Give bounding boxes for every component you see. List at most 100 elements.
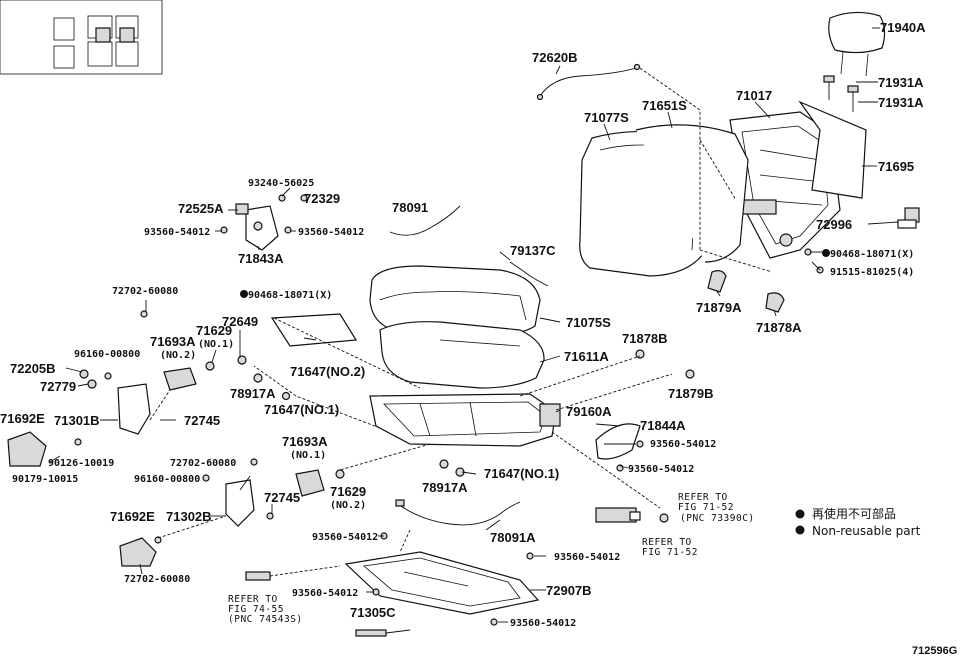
label-72702-a: 72702-60080 xyxy=(112,286,178,297)
cover-71693A-no2 xyxy=(163,367,197,391)
label-90126: 90126-10019 xyxy=(48,458,114,469)
seatback-frame xyxy=(729,111,841,259)
label-71693A-no2: 71693A xyxy=(150,334,196,349)
label-71305C: 71305C xyxy=(350,605,396,620)
label-72745-b: 72745 xyxy=(264,490,300,505)
reference-note-fig-74-55: REFER TO FIG 74-55 (PNC 74543S) xyxy=(228,594,303,625)
reference-note-fig-71-52: REFER TO FIG 71-52 xyxy=(642,537,698,558)
seatback-board xyxy=(798,100,867,199)
label-72702-b: 72702-60080 xyxy=(170,458,236,469)
label-93240: 93240-56025 xyxy=(248,178,314,189)
label-71302B: 71302B xyxy=(166,509,212,524)
label-71693A-no1-note: (NO.1) xyxy=(290,450,326,461)
headrest xyxy=(828,11,886,77)
small-fasteners xyxy=(74,194,824,626)
cover-71692E-lower xyxy=(119,537,157,567)
label-72649: 72649 xyxy=(222,314,258,329)
label-93560-c: 93560-54012 xyxy=(650,439,716,450)
hinge-covers-right xyxy=(707,270,785,313)
label-72329: 72329 xyxy=(304,191,340,206)
label-71879A: 71879A xyxy=(696,300,742,315)
label-71878A: 71878A xyxy=(756,320,802,335)
bracket-71302B xyxy=(225,479,255,527)
ref-part-74543S xyxy=(245,571,271,581)
label-71879B: 71879B xyxy=(668,386,714,401)
ref2-line2: FIG 71-52 xyxy=(642,547,698,558)
legend-dot-2 xyxy=(795,525,805,535)
ref3-line3: (PNC 74543S) xyxy=(228,614,303,625)
label-71611A: 71611A xyxy=(564,349,609,364)
cushion-wire-78091 xyxy=(389,205,461,236)
side-cover-71844A xyxy=(595,423,641,460)
label-78091: 78091 xyxy=(392,200,428,215)
label-90468-left: 90468-18071(X) xyxy=(248,290,332,301)
ref3-line1: REFER TO xyxy=(228,594,278,605)
label-71647-no2: 71647(NO.2) xyxy=(290,364,365,379)
label-72620B: 72620B xyxy=(532,50,578,65)
label-93560-f: 93560-54012 xyxy=(554,552,620,563)
cushion-board xyxy=(270,313,358,347)
cushion-frame xyxy=(369,393,561,447)
label-96160-a: 96160-00800 xyxy=(74,349,140,360)
label-71629-no1: 71629 xyxy=(196,323,232,338)
headrest-supports xyxy=(823,75,859,112)
wire-harness-78091A xyxy=(395,499,521,526)
non-reusable-markers xyxy=(240,249,830,298)
legend-dot-1 xyxy=(795,509,805,519)
label-93560-g: 93560-54012 xyxy=(292,588,358,599)
legend-item-2: Non-reusable part xyxy=(812,524,921,538)
label-71692E-b: 71692E xyxy=(110,509,155,524)
ref1-line2: FIG 71-52 xyxy=(678,502,734,513)
label-71931A-1: 71931A xyxy=(878,75,924,90)
label-79160A: 79160A xyxy=(566,404,612,419)
label-71693A-no1: 71693A xyxy=(282,434,328,449)
reference-note-fig-71-52-pnc: REFER TO FIG 71-52 (PNC 73390C) xyxy=(678,492,755,524)
seatback-lever xyxy=(897,207,920,229)
label-72907B: 72907B xyxy=(546,583,592,598)
label-72996: 72996 xyxy=(816,217,852,232)
label-71647-no1-a: 71647(NO.1) xyxy=(264,402,339,417)
label-72525A: 72525A xyxy=(178,201,224,216)
label-72779: 72779 xyxy=(40,379,76,394)
cable-71305C xyxy=(355,629,411,637)
cushion-wire-79137C xyxy=(509,261,549,287)
ref1-line1: REFER TO xyxy=(678,492,728,503)
label-72702-c: 72702-60080 xyxy=(124,574,190,585)
label-93560-h: 93560-54012 xyxy=(510,618,576,629)
part-labels: 71940A 72620B 71931A 71931A 71017 71077S… xyxy=(0,20,926,629)
label-93560-b: 93560-54012 xyxy=(298,227,364,238)
label-71695: 71695 xyxy=(878,159,914,174)
label-71629-no2-note: (NO.2) xyxy=(330,500,366,511)
label-71629-no2: 71629 xyxy=(330,484,366,499)
ref2-line1: REFER TO xyxy=(642,537,692,548)
label-71940A: 71940A xyxy=(880,20,926,35)
label-90468-right: 90468-18071(X) xyxy=(830,249,914,260)
legend-item-1: 再使用不可部品 xyxy=(812,506,896,521)
label-71629-no1-note: (NO.1) xyxy=(198,339,234,350)
label-71692E-a: 71692E xyxy=(0,411,45,426)
label-71878B: 71878B xyxy=(622,331,668,346)
cover-71693A-no1 xyxy=(295,469,325,497)
ref-part-73390C xyxy=(595,507,641,523)
label-78917A-a: 78917A xyxy=(230,386,276,401)
legend: 再使用不可部品 Non-reusable part xyxy=(795,506,921,538)
label-71931A-2: 71931A xyxy=(878,95,924,110)
label-71647-no1-b: 71647(NO.1) xyxy=(484,466,559,481)
label-78091A: 78091A xyxy=(490,530,536,545)
label-71843A: 71843A xyxy=(238,251,284,266)
ref3-line2: FIG 74-55 xyxy=(228,604,284,615)
seatback-wire xyxy=(536,63,641,101)
label-72205B: 72205B xyxy=(10,361,56,376)
label-71301B: 71301B xyxy=(54,413,100,428)
label-71693A-no2-note: (NO.2) xyxy=(160,350,196,361)
label-93560-e: 93560-54012 xyxy=(312,532,378,543)
vehicle-locator-inset xyxy=(0,0,163,75)
label-71844A: 71844A xyxy=(640,418,686,433)
hinge-72525A xyxy=(235,203,249,215)
label-93560-a: 93560-54012 xyxy=(144,227,210,238)
label-96160-b: 96160-00800 xyxy=(134,474,200,485)
ref1-line3: (PNC 73390C) xyxy=(680,513,755,524)
label-71075S: 71075S xyxy=(566,315,611,330)
label-71077S: 71077S xyxy=(584,110,629,125)
